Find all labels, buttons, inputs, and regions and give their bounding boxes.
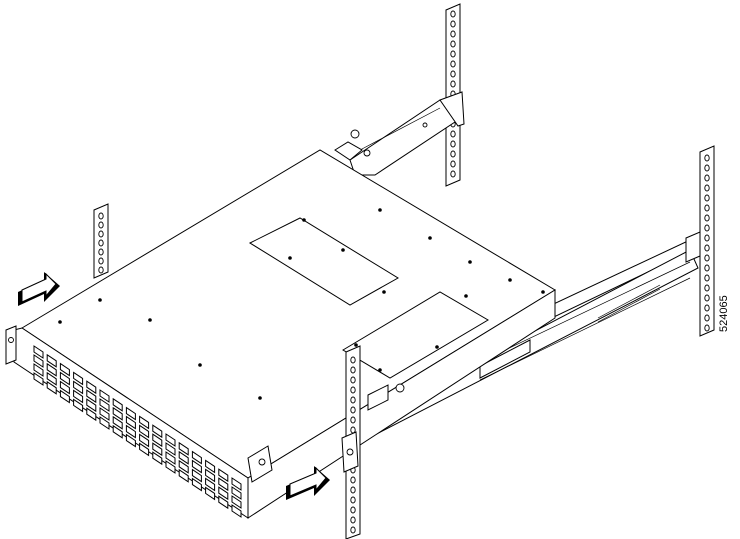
port-slot	[46, 362, 57, 377]
port-slot	[99, 389, 110, 403]
port-slot	[99, 407, 110, 421]
port-slot	[205, 486, 216, 501]
port-slot	[73, 389, 84, 404]
port-slot	[152, 451, 163, 466]
screw	[341, 248, 345, 252]
rear-mounting-bracket	[334, 91, 465, 176]
port-slot	[112, 424, 123, 439]
port-slot	[191, 468, 202, 483]
rack-post-rear-left	[93, 203, 109, 279]
port-slot	[33, 354, 44, 368]
port-slot	[33, 363, 44, 377]
port-slot	[86, 389, 97, 404]
port-slot	[165, 442, 176, 456]
screw	[541, 290, 545, 294]
port-slot	[125, 406, 136, 421]
screw	[464, 294, 468, 298]
port-slot	[125, 424, 136, 439]
port-slot	[178, 459, 189, 474]
port-slot	[33, 345, 44, 359]
port-slot	[191, 477, 202, 492]
rack-post-far-right	[699, 145, 715, 337]
right-arrow-icon	[286, 466, 330, 500]
screw	[468, 260, 472, 264]
screw	[258, 396, 262, 400]
port-slot	[218, 486, 229, 501]
front-port-grid	[33, 345, 242, 518]
port-slot	[86, 398, 97, 413]
right-arrow-icon	[18, 272, 60, 306]
screw	[428, 236, 432, 240]
port-slot	[165, 451, 176, 465]
screw	[288, 256, 292, 260]
port-slot	[46, 380, 57, 395]
port-slot	[86, 380, 97, 395]
screw	[354, 343, 358, 347]
port-slot	[112, 397, 123, 412]
switch-chassis	[5, 149, 556, 519]
port-slot	[73, 398, 84, 413]
port-slot	[86, 407, 97, 422]
port-slot	[59, 389, 70, 404]
port-slot	[99, 398, 110, 412]
port-slot	[152, 433, 163, 448]
port-slot	[46, 353, 57, 368]
port-slot	[152, 442, 163, 457]
screw	[198, 363, 202, 367]
screw	[58, 320, 62, 324]
port-slot	[125, 433, 136, 448]
screw	[378, 368, 382, 372]
port-slot	[165, 460, 176, 474]
port-slot	[73, 371, 84, 386]
port-slot	[59, 362, 70, 377]
port-slot	[46, 371, 57, 386]
port-slot	[59, 380, 70, 395]
port-slot	[231, 504, 242, 518]
screw	[378, 208, 382, 212]
port-slot	[178, 468, 189, 483]
port-slot	[205, 459, 216, 474]
port-slot	[178, 441, 189, 456]
port-slot	[231, 486, 242, 500]
port-slot	[139, 433, 150, 448]
port-slot	[218, 495, 229, 510]
port-slot	[73, 380, 84, 395]
screw	[148, 318, 152, 322]
port-slot	[231, 495, 242, 509]
port-slot	[205, 477, 216, 492]
figure-id-label: 524065	[718, 295, 730, 332]
screw	[382, 290, 386, 294]
screw	[98, 298, 102, 302]
screw	[302, 218, 306, 222]
access-panel-rear	[248, 217, 399, 306]
port-slot	[165, 433, 176, 447]
screw	[435, 345, 439, 349]
port-slot	[191, 459, 202, 474]
port-slot	[59, 371, 70, 386]
port-slot	[112, 415, 123, 430]
port-slot	[139, 442, 150, 457]
port-slot	[139, 415, 150, 430]
port-slot	[218, 468, 229, 483]
port-slot	[178, 450, 189, 465]
port-slot	[33, 372, 44, 386]
port-slot	[205, 468, 216, 483]
port-slot	[99, 416, 110, 430]
port-slot	[139, 424, 150, 439]
port-slot	[218, 477, 229, 492]
rack-post-front-right	[341, 345, 361, 539]
port-slot	[152, 424, 163, 439]
access-panel-front	[342, 291, 489, 379]
port-slot	[112, 406, 123, 421]
screw	[508, 278, 512, 282]
port-slot	[125, 415, 136, 430]
port-slot	[231, 477, 242, 491]
port-slot	[191, 450, 202, 465]
